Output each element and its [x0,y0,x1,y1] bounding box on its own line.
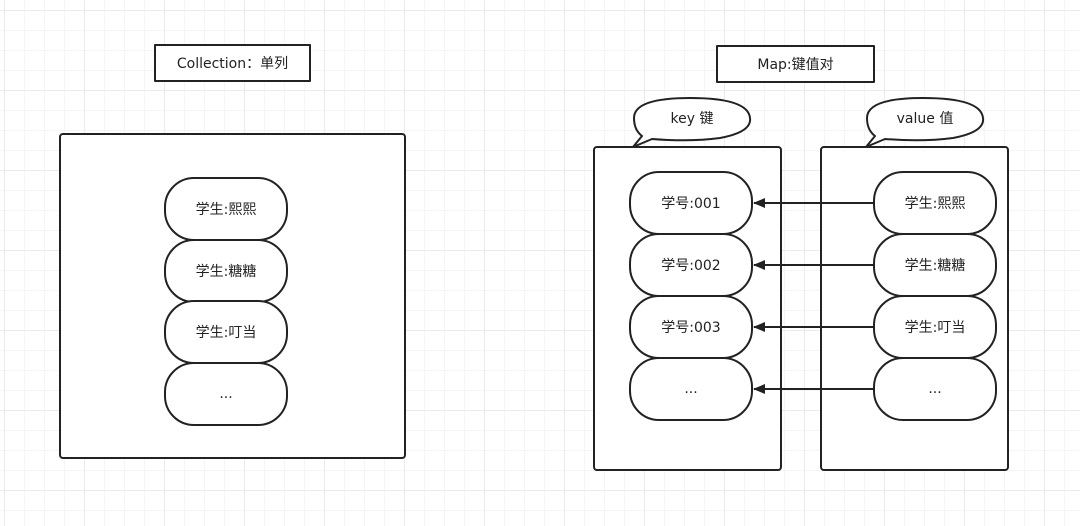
map-key-item: 学号:003 [629,295,753,359]
collection-item: 学生:叮当 [164,300,288,364]
collection-title-text: Collection：单列 [176,56,289,72]
collection-item: 学生:糖糖 [164,239,288,303]
map-title: Map:键值对 [716,45,875,83]
map-value-item: 学生:熙熙 [873,171,997,235]
value-callout-label: value 值 [896,111,954,127]
map-key-item: ... [629,357,753,421]
map-title-text: Map:键值对 [757,57,834,73]
map-key-item: 学号:001 [629,171,753,235]
map-value-item: ... [873,357,997,421]
collection-title: Collection：单列 [154,44,311,82]
map-key-item: 学号:002 [629,233,753,297]
map-value-item: 学生:叮当 [873,295,997,359]
map-value-item: 学生:糖糖 [873,233,997,297]
collection-item: 学生:熙熙 [164,177,288,241]
collection-item: ... [164,362,288,426]
key-callout-label: key 键 [670,111,714,127]
